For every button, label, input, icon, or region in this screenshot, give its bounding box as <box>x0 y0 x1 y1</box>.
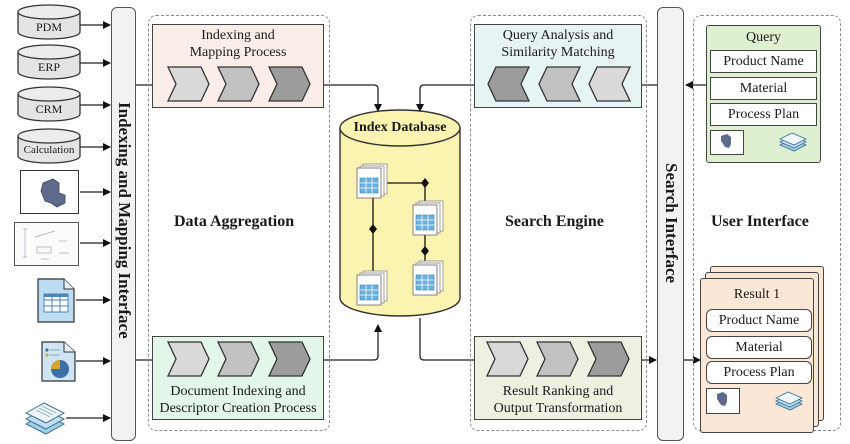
index-table-icon-4 <box>412 260 444 296</box>
result-product-name-field: Product Name <box>706 309 812 332</box>
result-document-stack-icon[interactable] <box>774 389 806 415</box>
search-interface-label: Search Interface <box>662 163 681 284</box>
query-cad-thumbnail-icon[interactable] <box>710 130 744 155</box>
indexing-mapping-interface-label: Indexing and Mapping Interface <box>115 102 134 339</box>
link-diamond <box>369 224 377 234</box>
result-title: Result 1 <box>733 287 781 302</box>
result-material-field: Material <box>706 336 812 359</box>
process-step-3 <box>267 66 311 102</box>
index-table-icon-2 <box>412 200 444 236</box>
source-arrows <box>66 21 111 422</box>
calculation-database-icon <box>17 128 81 164</box>
process-step-2 <box>216 66 260 102</box>
document-stack-icon <box>24 402 66 435</box>
source-label-pdm: PDM <box>35 20 62 34</box>
indexing-mapping-interface-bar <box>111 7 136 441</box>
query-document-stack-icon[interactable] <box>778 130 810 156</box>
process-step-1 <box>166 341 210 377</box>
process-step-2 <box>538 66 582 102</box>
pdm-database-icon <box>17 4 81 40</box>
chart-document-icon <box>41 341 76 382</box>
data-aggregation-label: Data Aggregation <box>174 213 295 230</box>
process-step-2 <box>216 341 260 377</box>
arrow-indexing-to-db <box>308 84 382 112</box>
index-database <box>339 109 461 317</box>
query-title: Query <box>746 30 781 45</box>
spreadsheet-document-icon <box>37 278 75 323</box>
document-indexing-steps <box>166 341 311 377</box>
user-interface-label: User Interface <box>711 213 809 230</box>
query-material-field[interactable]: Material <box>710 77 817 100</box>
indexing-mapping-process-title: Indexing and Mapping Process <box>189 28 287 60</box>
search-engine-label: Search Engine <box>505 213 604 230</box>
technical-drawing-icon <box>14 222 79 266</box>
source-databases <box>17 4 81 164</box>
source-label-erp: ERP <box>37 60 60 74</box>
query-product-name-field[interactable]: Product Name <box>710 50 817 73</box>
source-label-calculation: Calculation <box>23 144 75 156</box>
process-step-3 <box>487 66 531 102</box>
process-step-1 <box>166 66 210 102</box>
link-diamond <box>421 246 429 256</box>
result-ranking-steps <box>485 341 630 377</box>
document-indexing-process-title: Document Indexing and Descriptor Creatio… <box>159 384 317 416</box>
process-step-1 <box>588 66 632 102</box>
arrow-query-to-db <box>416 84 486 112</box>
index-database-label: Index Database <box>353 120 447 135</box>
data-aggregation-section <box>148 15 330 431</box>
query-analysis-steps <box>487 66 632 102</box>
result-ranking-process-title: Result Ranking and Output Transformation <box>493 384 623 416</box>
link-diamond <box>421 178 429 188</box>
search-interface-bar <box>657 7 684 441</box>
process-step-3 <box>267 341 311 377</box>
index-table-icon-3 <box>356 270 388 306</box>
query-process-plan-field[interactable]: Process Plan <box>710 103 817 126</box>
process-step-3 <box>586 341 630 377</box>
process-step-1 <box>485 341 529 377</box>
result-process-plan-field: Process Plan <box>706 361 812 384</box>
search-engine-section <box>470 15 647 431</box>
process-step-2 <box>535 341 579 377</box>
erp-database-icon <box>17 44 81 80</box>
query-analysis-process-title: Query Analysis and Similarity Matching <box>501 28 615 60</box>
result-cad-thumbnail-icon[interactable] <box>706 388 740 414</box>
arrow-db-to-ranking <box>419 318 487 364</box>
arrow-docindex-to-db <box>308 324 382 361</box>
source-label-crm: CRM <box>35 102 63 116</box>
index-table-icon-1 <box>356 163 388 199</box>
indexing-process-steps <box>166 66 311 102</box>
crm-database-icon <box>17 86 81 122</box>
cad-model-icon <box>20 170 79 214</box>
